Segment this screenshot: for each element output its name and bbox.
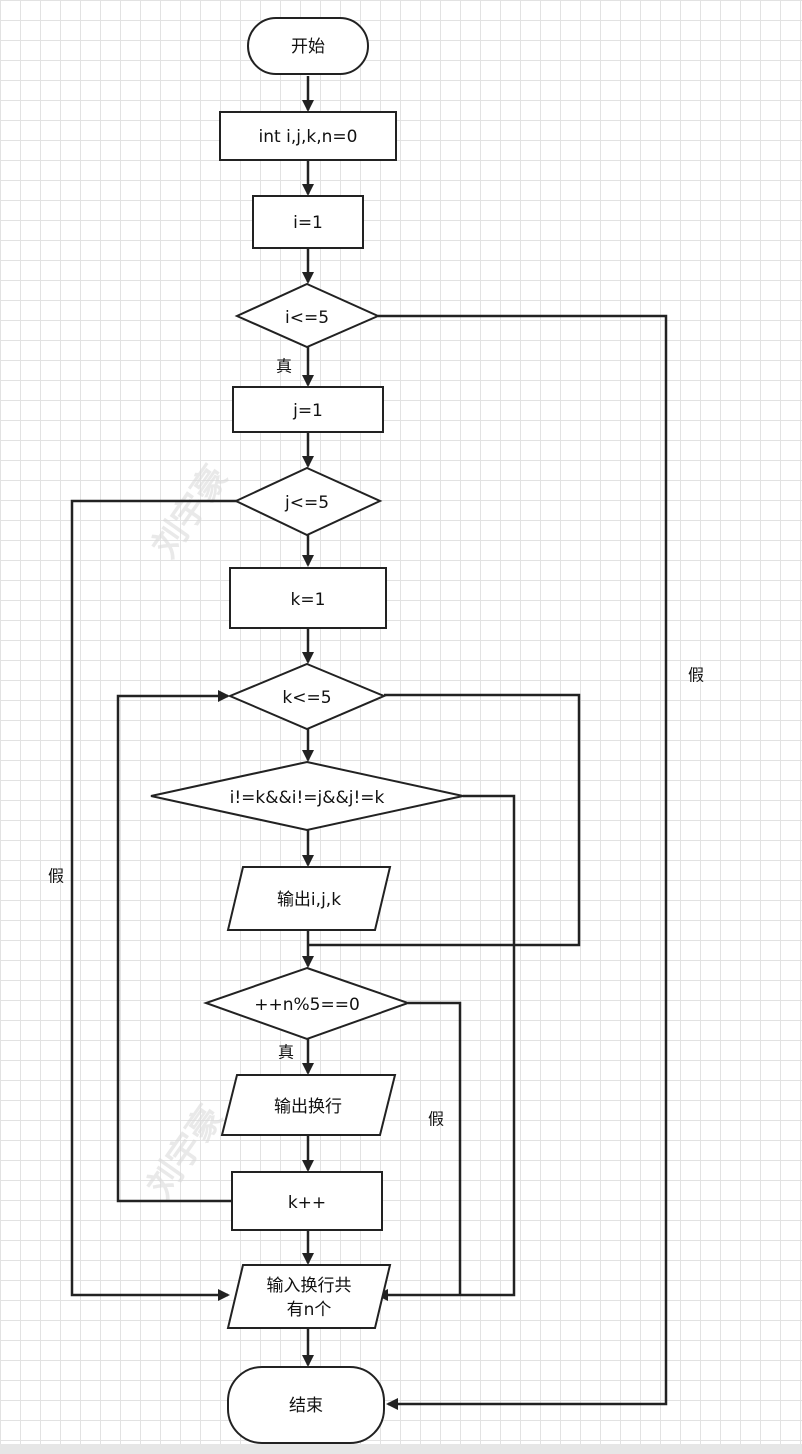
k-condition bbox=[227, 662, 387, 731]
edge-count-false bbox=[408, 1001, 462, 1295]
init-process bbox=[219, 111, 397, 161]
watermark: 刘宇豪 bbox=[140, 1099, 231, 1205]
j-init-process bbox=[232, 386, 384, 433]
edge-kcond-false bbox=[308, 693, 581, 947]
print-newline-label: 输出换行 bbox=[274, 1097, 342, 1117]
print-total-io bbox=[226, 1264, 392, 1329]
i-condition bbox=[234, 282, 381, 349]
k-condition-label: k<=5 bbox=[282, 688, 331, 708]
k-increment-process bbox=[231, 1171, 383, 1231]
print-ijk-io bbox=[226, 866, 392, 931]
j-condition bbox=[233, 466, 383, 537]
edge-kinc-loop bbox=[116, 690, 232, 1203]
j-init-label: j=1 bbox=[292, 401, 323, 421]
distinct-condition bbox=[150, 760, 464, 832]
i-init-process bbox=[252, 195, 364, 249]
i-init-label: i=1 bbox=[293, 213, 323, 233]
k-init-process bbox=[229, 567, 387, 629]
edge-distinct-false bbox=[376, 794, 516, 1301]
init-label: int i,j,k,n=0 bbox=[259, 127, 358, 147]
distinct-condition-label: i!=k&&i!=j&&j!=k bbox=[230, 788, 385, 808]
i-true-label: 真 bbox=[276, 357, 292, 376]
count-true-label: 真 bbox=[278, 1043, 294, 1062]
j-condition-label: j<=5 bbox=[284, 493, 329, 513]
end-terminal bbox=[227, 1366, 385, 1444]
print-ijk-label: 输出i,j,k bbox=[277, 890, 341, 910]
edge-jcond-false bbox=[70, 499, 238, 1301]
count-condition bbox=[202, 966, 412, 1041]
bottom-scroll-strip bbox=[0, 1444, 802, 1454]
print-newline-io bbox=[220, 1074, 397, 1136]
end-label: 结束 bbox=[289, 1396, 323, 1416]
k-increment-label: k++ bbox=[288, 1193, 326, 1213]
j-false-label: 假 bbox=[48, 867, 64, 886]
start-terminal bbox=[247, 17, 369, 75]
watermark: 刘宇豪 bbox=[145, 459, 236, 565]
print-total-label-line1: 输入换行共 bbox=[267, 1276, 352, 1296]
i-false-label: 假 bbox=[688, 666, 704, 685]
edge-icond-false bbox=[378, 314, 668, 1410]
count-condition-label: ++n%5==0 bbox=[254, 995, 360, 1015]
k-init-label: k=1 bbox=[291, 590, 326, 610]
count-false-label: 假 bbox=[428, 1110, 444, 1129]
start-label: 开始 bbox=[291, 37, 325, 57]
i-condition-label: i<=5 bbox=[285, 308, 329, 328]
print-total-label-line2: 有n个 bbox=[287, 1300, 332, 1320]
